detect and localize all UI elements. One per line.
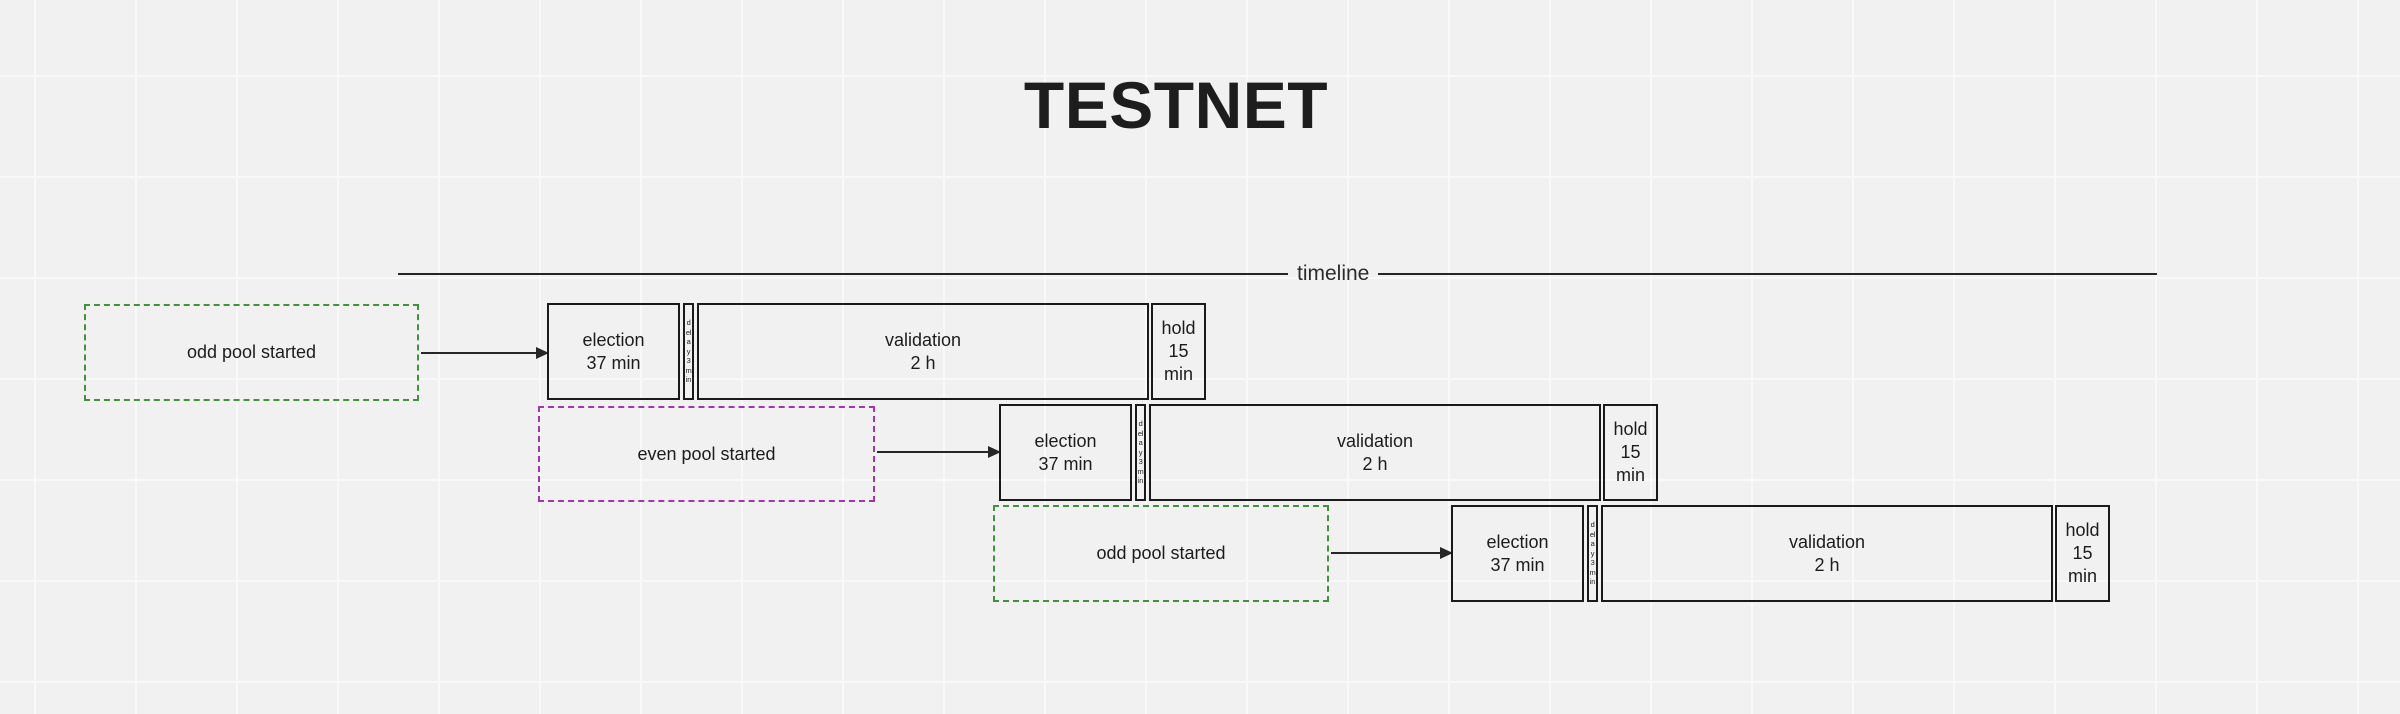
hold-phase-box: hold 15 min xyxy=(1603,404,1658,501)
delay-phase-box: delay 3 min xyxy=(1587,505,1598,602)
validation-phase-box: validation 2 h xyxy=(1149,404,1601,501)
cycle-row-3: election 37 min delay 3 min validation 2… xyxy=(1451,505,2112,602)
election-phase-box: election 37 min xyxy=(1451,505,1584,602)
start-event-odd-pool-1: odd pool started xyxy=(84,304,419,401)
delay-phase-box: delay 3 min xyxy=(1135,404,1146,501)
validation-phase-box: validation 2 h xyxy=(1601,505,2053,602)
flow-arrow-1 xyxy=(421,347,549,359)
election-phase-box: election 37 min xyxy=(547,303,680,400)
election-phase-box: election 37 min xyxy=(999,404,1132,501)
flow-arrow-2 xyxy=(877,446,1001,458)
timeline-label: timeline xyxy=(1297,262,1370,285)
arrowhead-icon xyxy=(536,347,549,359)
arrowhead-icon xyxy=(988,446,1001,458)
start-event-even-pool: even pool started xyxy=(538,406,875,502)
hold-phase-box: hold 15 min xyxy=(1151,303,1206,400)
timeline-axis: timeline xyxy=(398,262,2157,286)
start-event-odd-pool-2: odd pool started xyxy=(993,505,1329,602)
flow-arrow-3 xyxy=(1331,547,1453,559)
arrowhead-icon xyxy=(1440,547,1453,559)
timeline-line-left xyxy=(398,273,1288,275)
validation-phase-box: validation 2 h xyxy=(697,303,1149,400)
hold-phase-box: hold 15 min xyxy=(2055,505,2110,602)
cycle-row-1: election 37 min delay 3 min validation 2… xyxy=(547,303,1208,400)
cycle-row-2: election 37 min delay 3 min validation 2… xyxy=(999,404,1660,501)
timeline-line-right xyxy=(1378,273,2157,275)
page-title: TESTNET xyxy=(1023,68,1329,142)
delay-phase-box: delay 3 min xyxy=(683,303,694,400)
